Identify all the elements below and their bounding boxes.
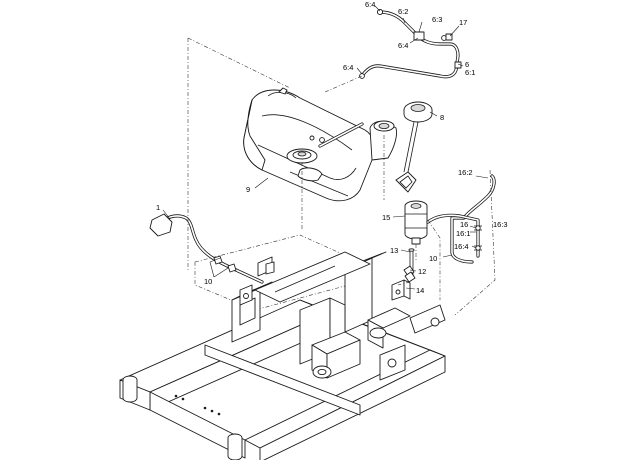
callout-10-left: 10 <box>204 277 212 286</box>
callout-6-4-mid: 6:4 <box>398 41 408 50</box>
seat-support-structure <box>194 234 446 381</box>
callout-6-4-left: 6:4 <box>343 63 353 72</box>
callout-16: 16 <box>460 220 468 229</box>
vent-hose-assembly <box>359 8 462 79</box>
fuel-filter <box>404 200 428 245</box>
right-fuel-hose <box>426 174 496 264</box>
callout-16-4: 16:4 <box>454 242 469 251</box>
callout-14: 14 <box>416 286 424 295</box>
fuel-tank <box>243 87 397 202</box>
callout-16-3: 16:3 <box>493 220 508 229</box>
callout-9: 9 <box>246 185 250 194</box>
callout-6-1: 6:1 <box>465 68 475 77</box>
assembly-guide-lines <box>187 37 496 316</box>
callout-1: 1 <box>156 203 160 212</box>
left-fuel-hose <box>149 213 275 284</box>
callout-17: 17 <box>459 18 467 27</box>
callout-6-4-top: 6:4 <box>365 0 375 9</box>
callout-13: 13 <box>390 246 398 255</box>
callout-6-3: 6:3 <box>432 15 442 24</box>
callout-15: 15 <box>382 213 390 222</box>
callout-16-2: 16:2 <box>458 168 473 177</box>
leader-lines <box>162 5 489 290</box>
fitting-parts <box>391 248 416 301</box>
callout-6: 6 <box>465 60 469 69</box>
callout-6-2: 6:2 <box>398 7 408 16</box>
callout-8: 8 <box>440 113 444 122</box>
callout-16-1: 16:1 <box>456 229 471 238</box>
callout-12: 12 <box>418 267 426 276</box>
filler-cap-assembly <box>395 101 433 193</box>
callout-10-right: 10 <box>429 254 437 263</box>
chassis-frame <box>119 299 446 460</box>
callout-labels: 1 6:4 6:2 6:3 17 6:4 6 6:1 6:4 8 9 16:2 … <box>156 0 508 295</box>
